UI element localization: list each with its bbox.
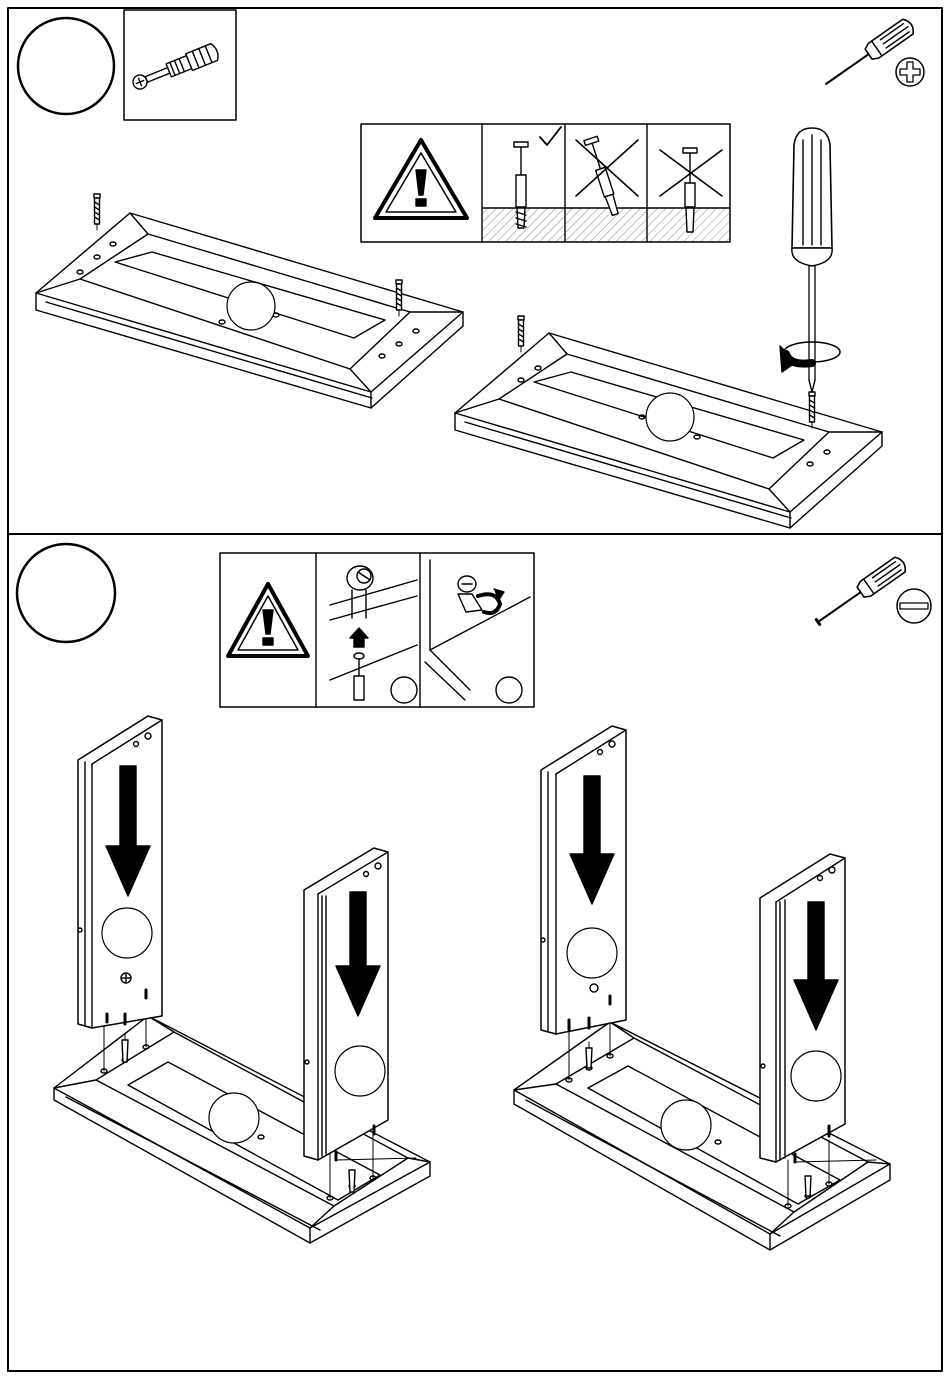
part-label-circle <box>496 677 522 703</box>
base-board-right <box>455 316 882 528</box>
part-label-circle <box>646 393 694 441</box>
cam-orientation-example <box>330 566 417 703</box>
screwdriver-in-use <box>780 128 840 392</box>
warning-triangle-icon <box>228 584 308 656</box>
part-label-circle <box>102 908 152 958</box>
dowel-wrong-depth-example <box>648 148 729 241</box>
check-mark-icon <box>540 127 561 145</box>
hardware-box-cam-dowel <box>124 10 236 120</box>
flat-screwdriver-icon <box>813 555 931 629</box>
part-label-circle <box>391 677 417 703</box>
rotate-clockwise-arrow-icon <box>780 342 840 372</box>
part-label-circle <box>227 282 275 330</box>
part-label-circle <box>661 1100 711 1150</box>
step-1 <box>18 10 924 528</box>
phillips-screwdriver-icon <box>821 17 924 91</box>
part-label-circle <box>335 1046 385 1096</box>
warning-triangle-icon <box>375 140 467 218</box>
assembly-right <box>514 726 890 1250</box>
warning-panel-2 <box>220 553 534 707</box>
base-board-left <box>36 194 463 408</box>
up-arrow-icon <box>350 628 368 647</box>
part-label-circle <box>209 1093 259 1143</box>
dowel-tilted-example <box>566 136 646 241</box>
part-label-circle <box>567 928 617 978</box>
warning-panel-1 <box>361 124 730 242</box>
cam-dowel-screw-icon <box>130 43 220 93</box>
part-label-circle <box>791 1051 841 1101</box>
cam-tighten-example <box>425 560 530 703</box>
dowel-correct-example <box>483 127 564 241</box>
assembly-left <box>54 716 430 1243</box>
step-2 <box>17 544 931 1250</box>
step-2-number-circle <box>17 544 115 642</box>
step-1-number-circle <box>18 18 114 114</box>
